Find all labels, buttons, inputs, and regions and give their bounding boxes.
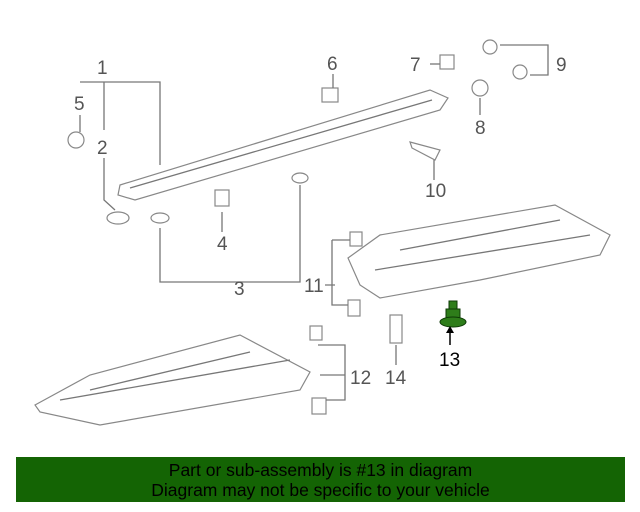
callout-7: 7: [410, 55, 421, 76]
callout-10: 10: [425, 181, 446, 202]
part-notice-banner: Part or sub-assembly is #13 in diagram D…: [16, 457, 625, 502]
callout-4: 4: [217, 234, 228, 255]
banner-line-1: Part or sub-assembly is #13 in diagram: [168, 460, 473, 480]
callout-1: 1: [97, 58, 108, 79]
part-13-highlighted[interactable]: [439, 300, 467, 328]
callout-12: 12: [350, 368, 371, 389]
callout-6: 6: [327, 54, 338, 75]
callout-9: 9: [556, 55, 567, 76]
callout-13[interactable]: 13: [439, 350, 460, 371]
engine-under-cover: [347, 204, 611, 299]
clips: [67, 39, 528, 415]
callout-14: 14: [385, 368, 407, 389]
leader-lines: [79, 44, 549, 401]
callout-3: 3: [234, 279, 245, 300]
banner-line-2: Diagram may not be specific to your vehi…: [151, 480, 490, 500]
callout-8: 8: [475, 118, 486, 139]
callout-2: 2: [97, 138, 108, 159]
callout-5: 5: [74, 94, 85, 115]
callout-11: 11: [304, 276, 324, 297]
rocker-panel: [117, 89, 449, 201]
